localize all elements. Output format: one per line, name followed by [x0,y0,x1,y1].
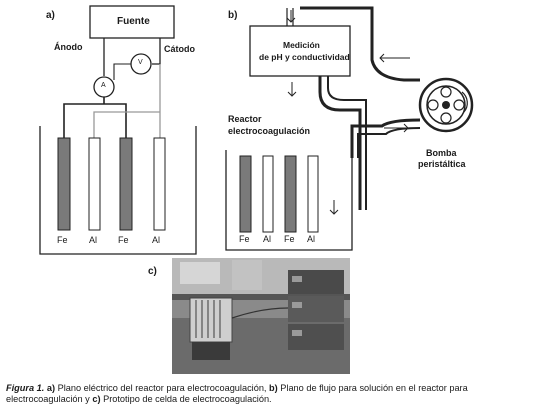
caption-c-text: Prototipo de celda de electrocoagulación… [103,394,272,404]
arrow-down [287,82,297,97]
figure-caption: Figura 1. a) Plano eléctrico del reactor… [6,383,534,405]
electrode-a-label-3: Fe [118,235,129,245]
pump-label-1: Bomba [426,148,457,158]
anode-bus [63,97,127,138]
electrode-b-al-2 [307,155,319,233]
measurement-box [249,25,351,77]
cathode-label: Cátodo [164,44,195,54]
prototype-photo [172,258,350,374]
reactor-tank-b [225,150,353,251]
caption-b-text: Plano de flujo para solución en el react… [6,383,468,404]
electrode-a-label-4: Al [152,235,161,245]
reactor-tank-a [39,126,197,255]
electrode-a-label-1: Fe [57,235,68,245]
measurement-label-2: de pH y conductividad [259,52,350,62]
panel-a-tag: a) [46,10,55,21]
measurement-label-1: Medición [283,40,320,50]
caption-a-text: Plano eléctrico del reactor para electro… [57,383,267,393]
electrode-b-fe-1 [239,155,252,233]
arrow-left [379,53,410,63]
caption-a-tag: a) [46,383,56,393]
electrode-b-label-3: Fe [284,234,295,244]
reactor-label-2: electrocoagulación [228,126,311,136]
reactor-label-1: Reactor [228,114,262,124]
panel-b-tag: b) [228,10,238,21]
electrode-a-label-2: Al [89,235,98,245]
pipe-pump-out [350,118,421,158]
ammeter-label: A [101,82,106,89]
arrow-right [384,123,409,133]
caption-figure-label: Figura 1. [6,383,45,393]
electrode-b-al-1 [262,155,274,233]
electrode-b-fe-2 [284,155,297,233]
electrode-al-2 [153,137,166,231]
pump-label-2: peristáltica [418,159,466,169]
pipe-down-2 [327,76,367,210]
prototype-photo-art [172,258,350,374]
caption-b-tag: b) [269,383,278,393]
anode-label: Ánodo [54,42,83,52]
voltmeter-label: V [138,59,143,66]
caption-c-tag: c) [92,394,101,404]
electrode-b-label-2: Al [263,234,272,244]
electrode-al-1 [88,137,101,231]
electrode-fe-1 [57,137,71,231]
pipe-top [300,6,420,82]
electrode-b-label-4: Al [307,234,316,244]
arrow-in [286,10,296,23]
power-source-label: Fuente [117,16,150,27]
cathode-wire [152,38,161,65]
electrode-fe-2 [119,137,133,231]
power-source-box [89,5,175,39]
pipe-down [318,76,362,210]
cathode-bus [93,64,161,138]
panel-c-tag: c) [148,266,157,277]
arrow-reactor [329,200,339,215]
electrode-b-label-1: Fe [239,234,250,244]
